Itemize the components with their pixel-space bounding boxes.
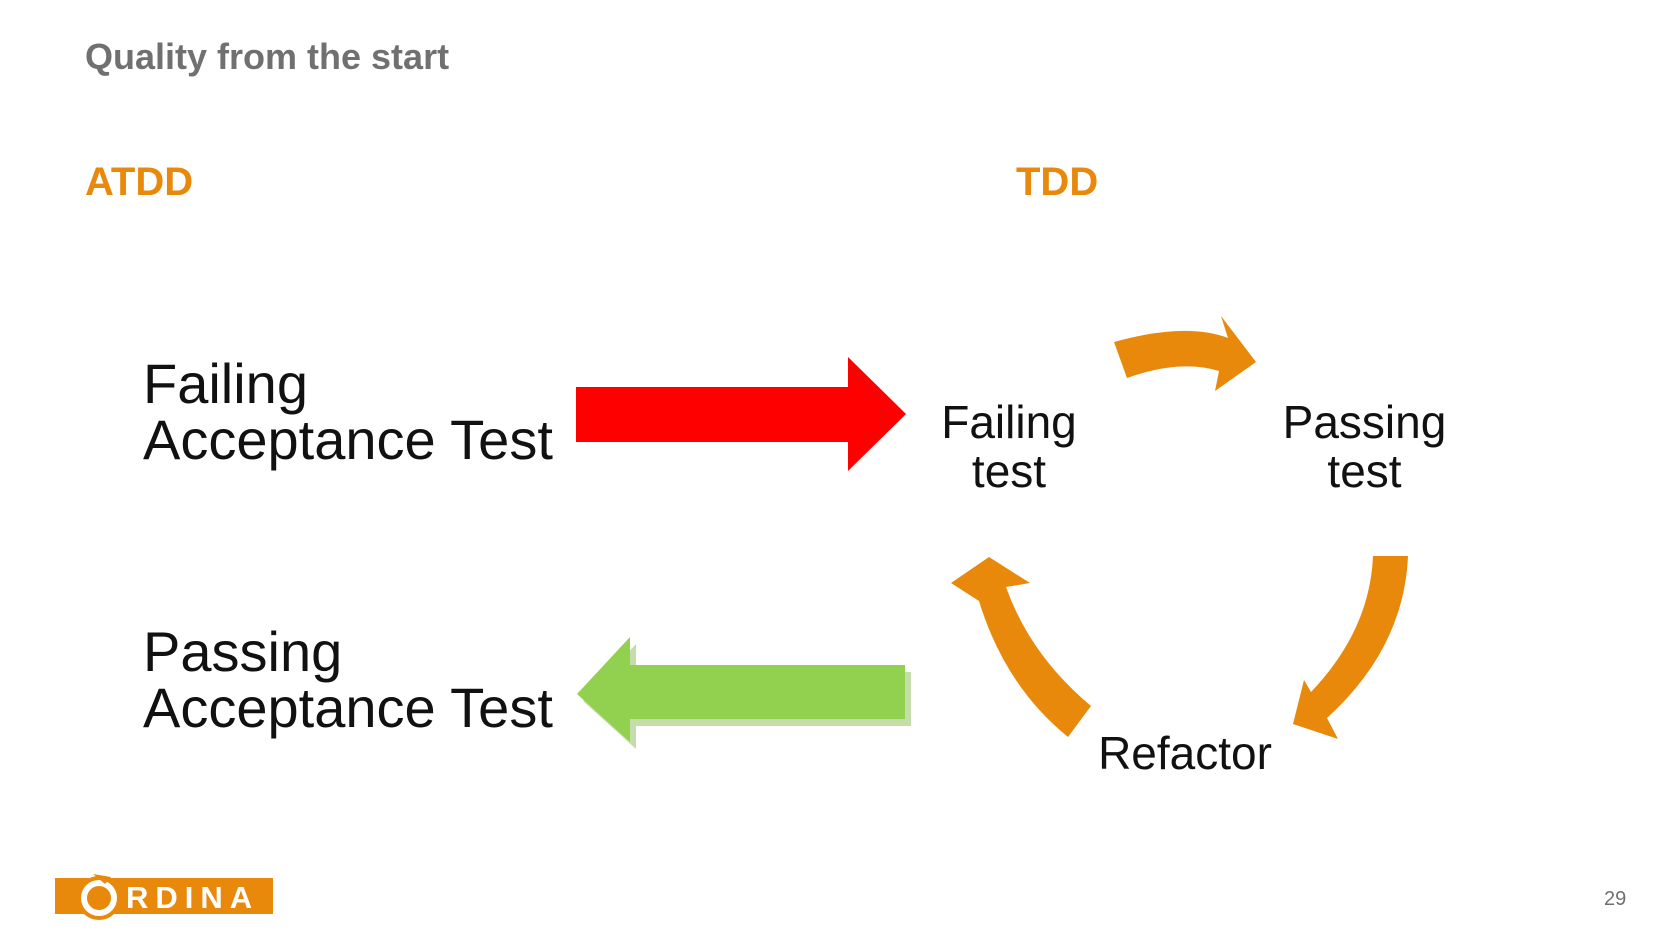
- red-arrow-right-icon: [576, 357, 906, 471]
- refactor-label: Refactor: [1098, 727, 1272, 779]
- failing-acceptance-line2: Acceptance Test: [143, 408, 553, 471]
- ordina-logo-icon: [55, 874, 273, 920]
- tdd-heading: TDD: [1016, 160, 1099, 204]
- ordina-logo: RDINA: [55, 874, 273, 922]
- cycle-arrow-right-icon: [1293, 556, 1408, 739]
- passing-test-label: Passing test: [1272, 398, 1457, 496]
- failing-acceptance-line1: Failing: [143, 352, 308, 415]
- passing-acceptance-test-label: Passing Acceptance Test: [143, 624, 553, 736]
- passing-acceptance-line2: Acceptance Test: [143, 676, 553, 739]
- failing-test-label: Failing test: [934, 398, 1084, 496]
- failing-test-line2: test: [971, 445, 1047, 497]
- cycle-arrow-top-icon: [1114, 316, 1256, 391]
- atdd-heading: ATDD: [85, 160, 194, 204]
- cycle-arrow-left-icon: [951, 557, 1091, 737]
- page-number: 29: [1604, 888, 1627, 910]
- ordina-logo-text: RDINA: [126, 880, 260, 915]
- slide-title: Quality from the start: [85, 36, 450, 77]
- failing-test-line1: Failing: [941, 396, 1077, 448]
- passing-test-line2: test: [1327, 445, 1402, 497]
- failing-acceptance-test-label: Failing Acceptance Test: [143, 356, 553, 468]
- green-arrow-left-icon: [577, 637, 911, 749]
- passing-acceptance-line1: Passing: [143, 620, 343, 683]
- passing-test-line1: Passing: [1282, 396, 1447, 448]
